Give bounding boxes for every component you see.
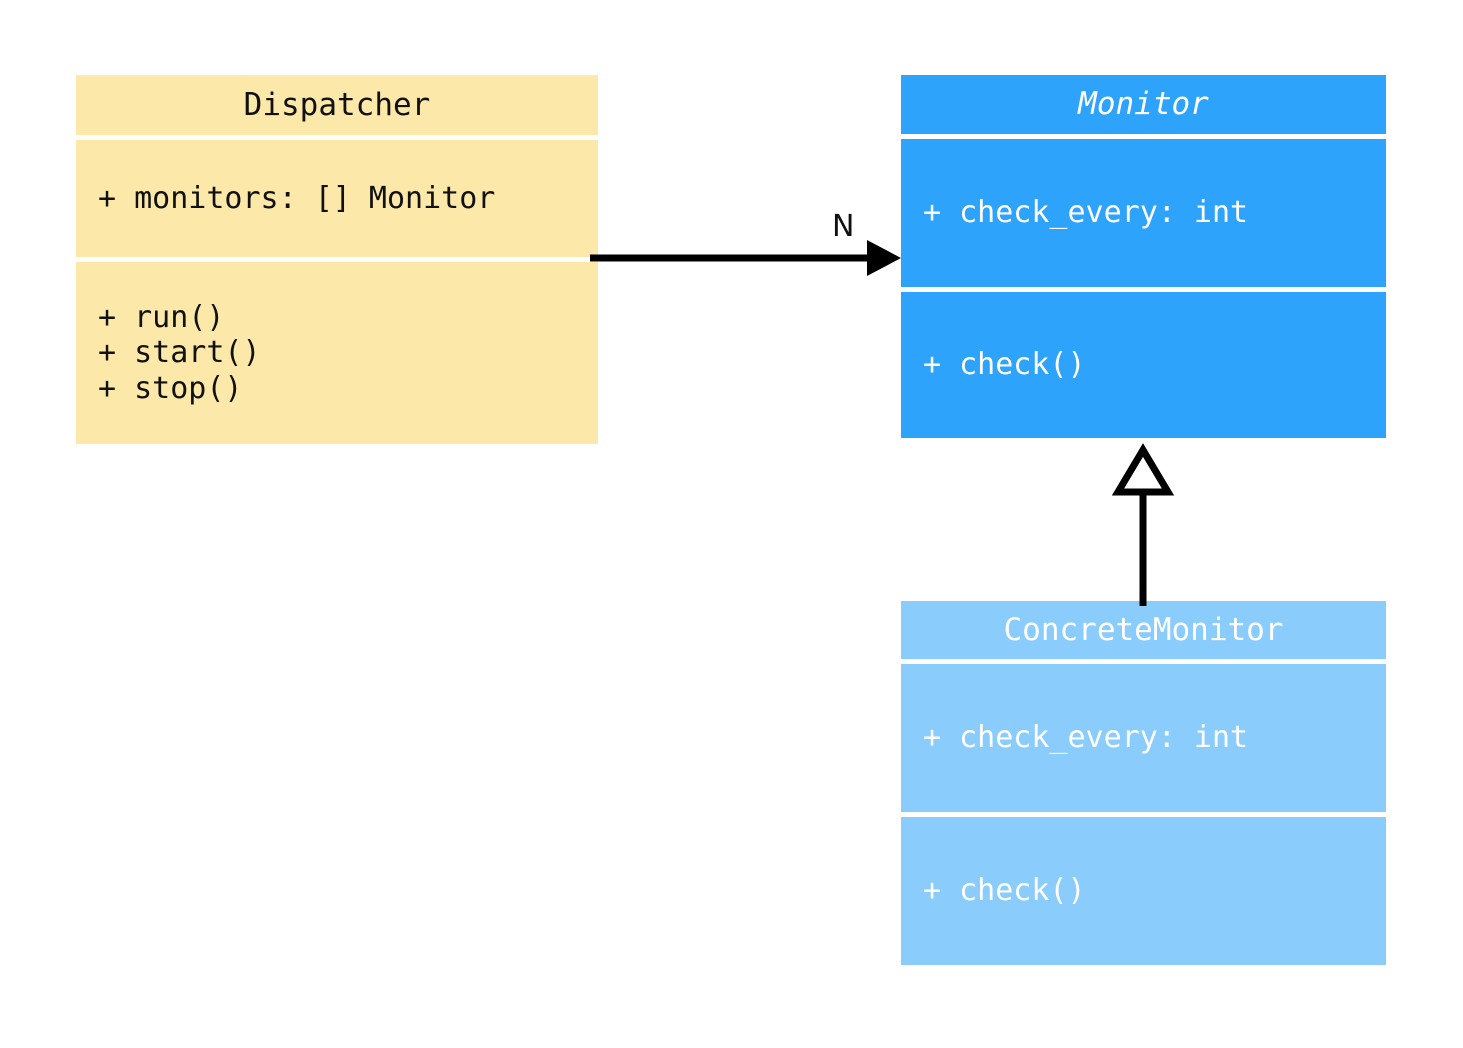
- association-multiplicity-label: N: [832, 209, 855, 244]
- class-attributes-dispatcher: + monitors: [] Monitor: [76, 140, 598, 257]
- association-arrow-dispatcher-to-monitor: [590, 240, 901, 276]
- class-name-concrete-monitor: ConcreteMonitor: [1003, 611, 1284, 648]
- class-attributes-monitor: + check_every: int: [901, 139, 1386, 287]
- class-name-dispatcher: Dispatcher: [243, 86, 431, 123]
- operation-item: + run(): [98, 299, 225, 335]
- attribute-item: + monitors: [] Monitor: [98, 180, 496, 216]
- class-header-dispatcher: Dispatcher: [76, 75, 598, 135]
- class-operations-monitor: + check(): [901, 292, 1386, 438]
- class-attributes-concrete-monitor: + check_every: int: [901, 664, 1386, 812]
- class-name-monitor: Monitor: [1078, 86, 1209, 123]
- operation-item: + check(): [923, 347, 1086, 383]
- operation-item: + stop(): [98, 370, 243, 406]
- class-header-concrete-monitor: ConcreteMonitor: [901, 601, 1386, 659]
- class-operations-dispatcher: + run() + start() + stop(): [76, 262, 598, 444]
- class-box-dispatcher[interactable]: Dispatcher + monitors: [] Monitor + run(…: [76, 75, 598, 444]
- class-box-monitor[interactable]: Monitor + check_every: int + check(): [901, 75, 1386, 443]
- generalization-arrow-concrete-monitor-to-monitor: [1111, 443, 1175, 606]
- operation-item: + start(): [98, 335, 261, 371]
- attribute-item: + check_every: int: [923, 720, 1249, 756]
- class-operations-concrete-monitor: + check(): [901, 817, 1386, 965]
- class-header-monitor: Monitor: [901, 75, 1386, 134]
- attribute-item: + check_every: int: [923, 195, 1249, 231]
- operation-item: + check(): [923, 873, 1086, 909]
- class-box-concrete-monitor[interactable]: ConcreteMonitor + check_every: int + che…: [901, 601, 1386, 970]
